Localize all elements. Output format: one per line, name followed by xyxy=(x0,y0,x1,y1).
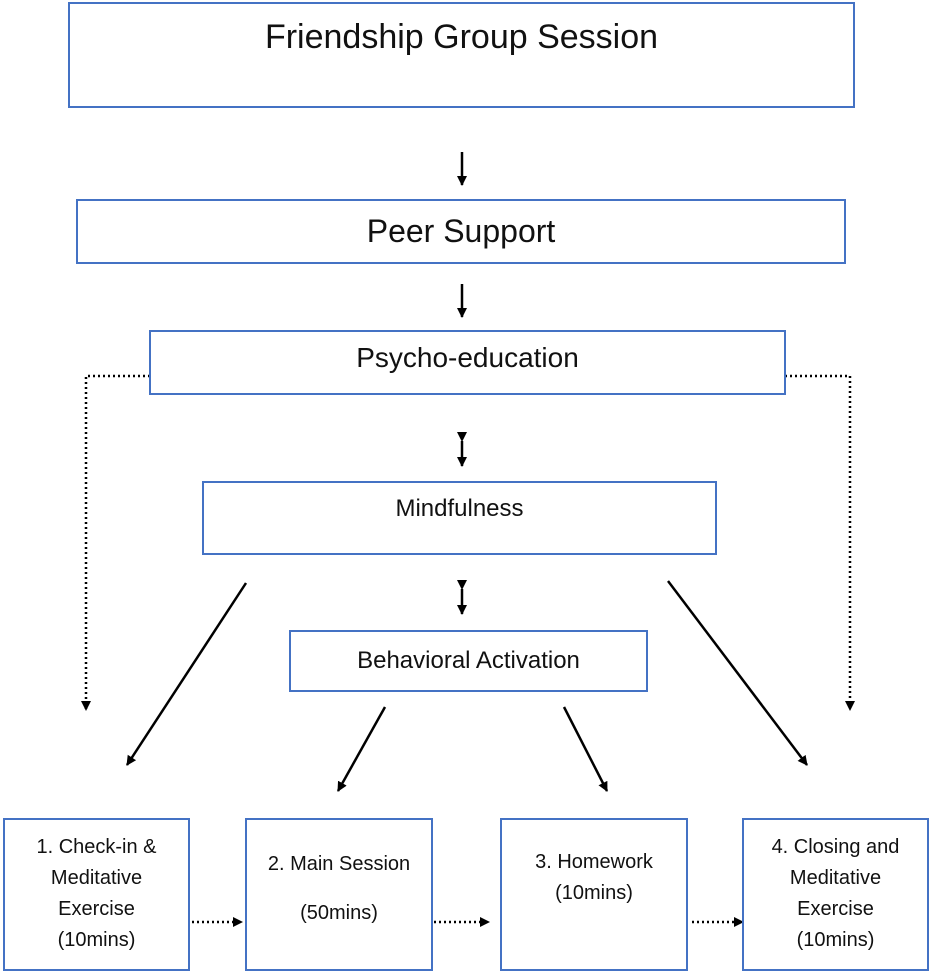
step-3-line-1: 3. Homework xyxy=(535,851,653,873)
node-psycho-label: Psycho-education xyxy=(356,342,579,373)
step-1-check-in: 1. Check-in & Meditative Exercise (10min… xyxy=(3,818,190,971)
step-2-line-2: (50mins) xyxy=(300,902,378,924)
step-4-closing: 4. Closing and Meditative Exercise (10mi… xyxy=(742,818,929,971)
step-4-line-2: Meditative xyxy=(789,867,882,889)
step-1-line-2: Meditative xyxy=(50,867,143,889)
dotted-arrow-psycho-right xyxy=(785,374,855,711)
step-4-line-1: 4. Closing and xyxy=(771,836,900,858)
node-behavioral-activation: Behavioral Activation xyxy=(289,630,648,692)
step-4-line-4: (10mins) xyxy=(796,929,875,951)
node-mindfulness: Mindfulness xyxy=(202,481,717,555)
dotted-arrow-psycho-left xyxy=(81,374,150,711)
arrow-behavioral-to-step2 xyxy=(336,706,387,792)
step-2-line-1: 2. Main Session xyxy=(267,853,411,875)
node-friendship-group-session: Friendship Group Session xyxy=(68,2,855,108)
step-1-line-1: 1. Check-in & xyxy=(36,836,157,858)
step-2-main-session: 2. Main Session (50mins) xyxy=(245,818,433,971)
node-psycho-education: Psycho-education xyxy=(149,330,786,395)
arrow-mindfulness-to-step1 xyxy=(125,582,248,766)
node-peer-label: Peer Support xyxy=(366,213,556,249)
arrow-mindfulness-to-step4 xyxy=(667,580,808,766)
step-1-line-4: (10mins) xyxy=(57,929,136,951)
step-4-line-3: Exercise xyxy=(797,898,874,920)
step-3-homework: 3. Homework (10mins) xyxy=(500,818,688,971)
step-3-line-2: (10mins) xyxy=(555,882,633,904)
node-behavioral-label: Behavioral Activation xyxy=(357,647,580,674)
node-peer-support: Peer Support xyxy=(76,199,846,264)
step-1-line-3: Exercise xyxy=(58,898,135,920)
arrow-behavioral-to-step3 xyxy=(562,706,609,792)
node-mindfulness-label: Mindfulness xyxy=(395,495,524,522)
node-friendship-label: Friendship Group Session xyxy=(264,18,659,56)
